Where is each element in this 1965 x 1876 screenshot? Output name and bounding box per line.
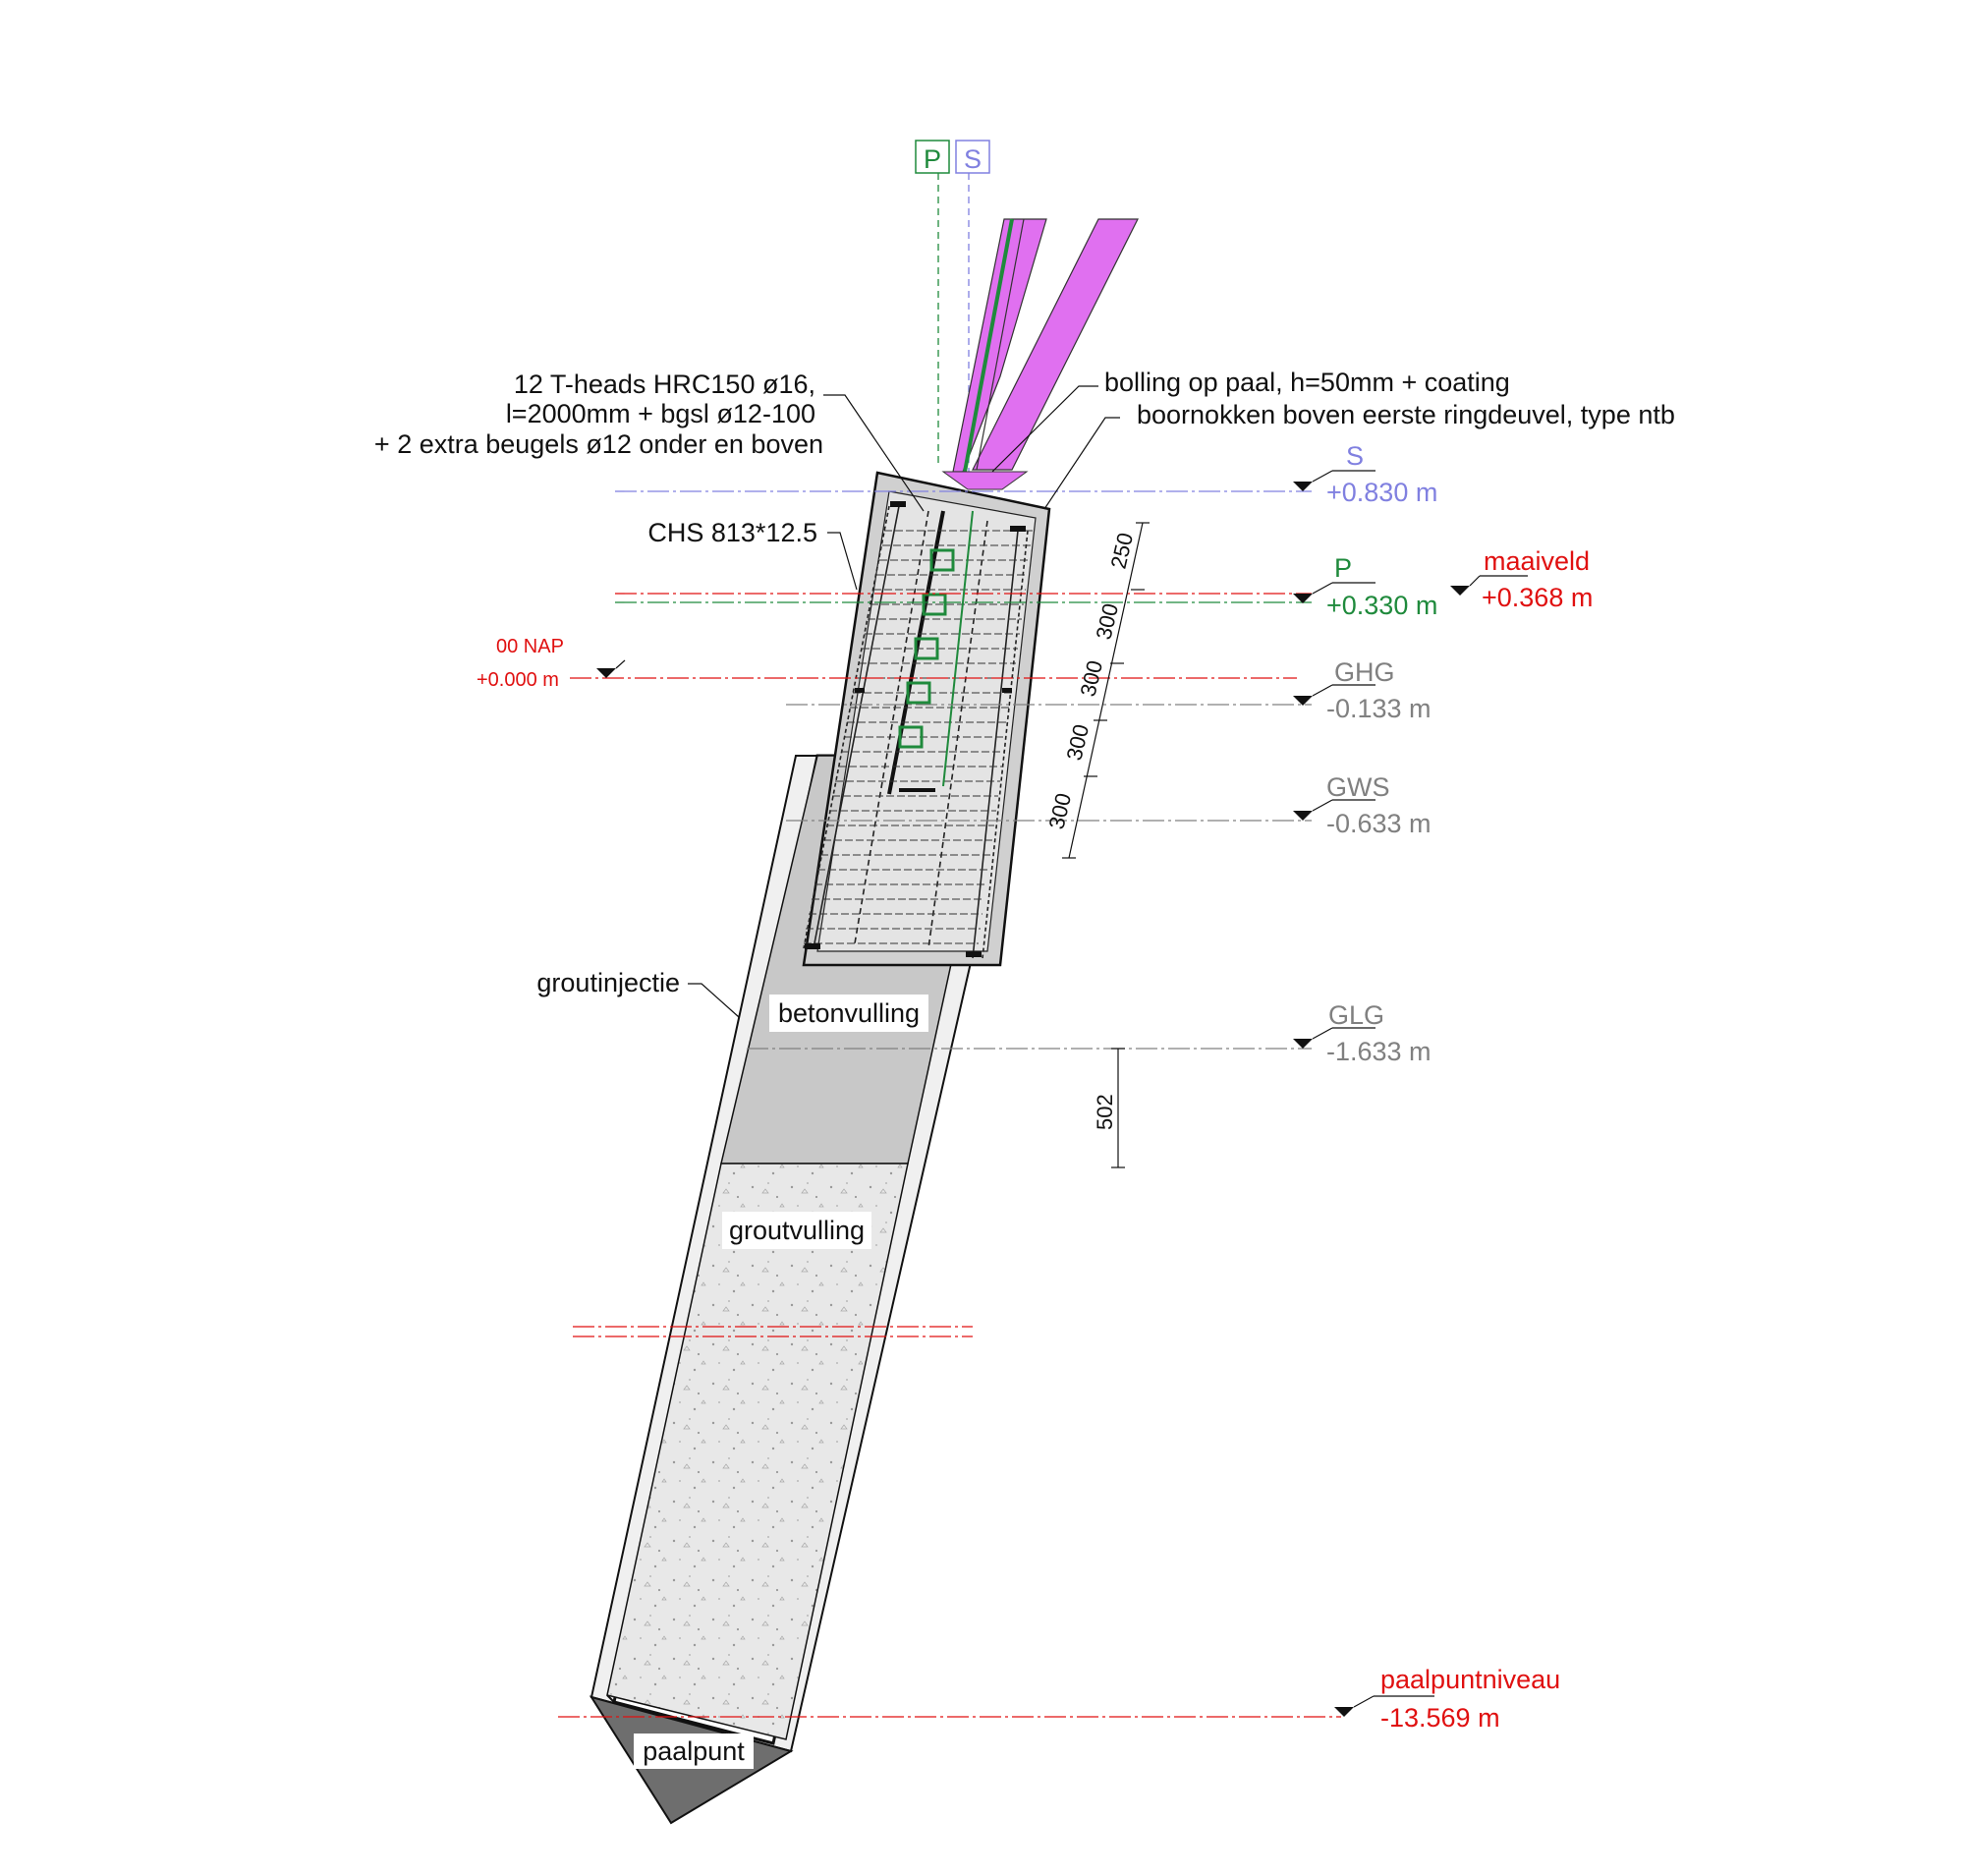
level-markers	[596, 482, 1470, 1717]
groutvulling-label-bg	[722, 1212, 871, 1249]
annotation-leaders	[688, 385, 1120, 1018]
bolling-label: bolling op paal, h=50mm + coating	[1104, 368, 1510, 397]
paalpunt-label-bg	[634, 1734, 754, 1769]
level-nap-name: 00 NAP	[496, 636, 564, 657]
level-lines	[558, 490, 1341, 1718]
t-heads-label-1: 12 T-heads HRC150 ø16,	[514, 370, 815, 399]
level-ghg-name: GHG	[1334, 657, 1395, 687]
level-paalpunt-value: -13.569 m	[1380, 1703, 1500, 1733]
dim-300-d: 300	[1044, 791, 1077, 831]
chs-label: CHS 813*12.5	[647, 518, 817, 547]
shear-connectors	[898, 510, 974, 787]
stirrups	[804, 530, 1034, 944]
t-heads-label-3: + 2 extra beugels ø12 onder en boven	[374, 429, 823, 459]
level-paalpunt-name: paalpuntniveau	[1380, 1665, 1560, 1694]
paalpunt-label: paalpunt	[643, 1736, 745, 1766]
betonvulling-label-bg	[769, 995, 928, 1032]
level-glg-value: -1.633 m	[1326, 1037, 1432, 1066]
groutvulling-label: groutvulling	[729, 1216, 865, 1245]
dimension-chain	[1062, 522, 1150, 1168]
level-gws-name: GWS	[1326, 772, 1390, 802]
level-p-name: P	[1334, 553, 1352, 583]
t-heads	[805, 501, 1026, 957]
level-leaders	[615, 470, 1528, 1708]
level-s-value: +0.830 m	[1326, 478, 1437, 507]
dim-300-b: 300	[1076, 658, 1108, 699]
level-ghg-value: -0.133 m	[1326, 694, 1432, 723]
level-p-value: +0.330 m	[1326, 591, 1437, 620]
chs-tube	[802, 471, 1051, 967]
betonvulling-label: betonvulling	[778, 998, 920, 1028]
level-glg-name: GLG	[1328, 1000, 1384, 1030]
level-s-name: S	[1346, 441, 1364, 471]
level-maaiveld-name: maaiveld	[1484, 546, 1590, 576]
level-nap-value: +0.000 m	[477, 669, 559, 691]
axis-p: P	[915, 140, 950, 467]
level-maaiveld-value: +0.368 m	[1482, 583, 1593, 612]
level-gws-value: -0.633 m	[1326, 809, 1432, 838]
grout-fill	[606, 1163, 909, 1740]
dim-502: 502	[1093, 1094, 1117, 1130]
axis-p-tag: P	[924, 144, 941, 174]
t-heads-label-2: l=2000mm + bgsl ø12-100	[506, 399, 815, 428]
dim-300-c: 300	[1062, 722, 1095, 763]
axis-s-tag: S	[964, 144, 982, 174]
boornokken-label: boornokken boven eerste ringdeuvel, type…	[1137, 400, 1675, 429]
superstructure	[941, 218, 1139, 490]
groutinjectie-label: groutinjectie	[536, 968, 680, 997]
